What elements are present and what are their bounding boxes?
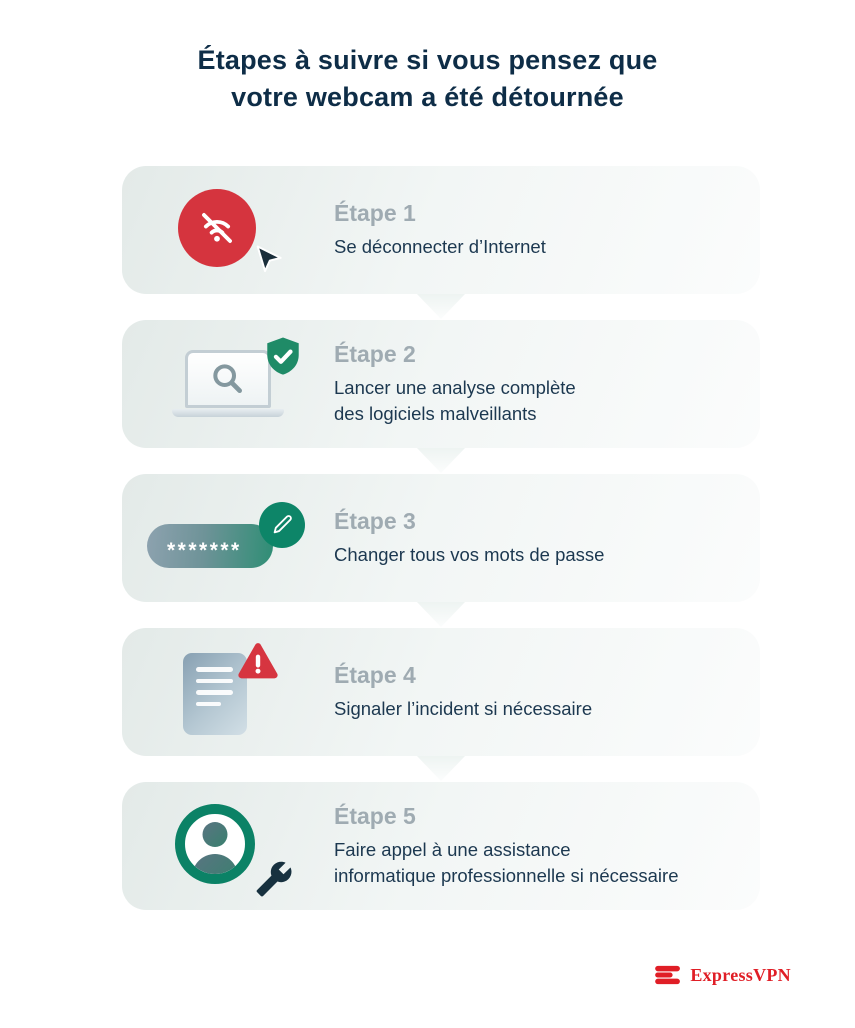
step-label: Étape 3 xyxy=(334,507,416,534)
step-text-line: Signaler l’incident si nécessaire xyxy=(334,697,593,719)
step4-icon-zone xyxy=(122,643,334,738)
laptop-screen xyxy=(185,350,271,408)
password-edit-icon: ******* xyxy=(147,502,309,574)
step1-icon-zone xyxy=(122,187,334,273)
step-text-line: Lancer une analyse complète xyxy=(334,376,576,398)
step1-text-zone: Étape 1 Se déconnecter d’Internet xyxy=(334,186,760,274)
step-text-line: Se déconnecter d’Internet xyxy=(334,235,546,257)
step-card-1: Étape 1 Se déconnecter d’Internet xyxy=(122,166,760,319)
page-title: Étapes à suivre si vous pensez que votre… xyxy=(0,42,855,117)
expressvpn-logo-icon xyxy=(655,965,681,985)
person-head xyxy=(202,822,228,847)
step-text: Changer tous vos mots de passe xyxy=(334,542,742,568)
down-arrow-connector xyxy=(417,448,465,473)
incident-report-warning-icon xyxy=(175,643,281,738)
step-text-line: Changer tous vos mots de passe xyxy=(334,543,605,565)
down-arrow-connector xyxy=(417,756,465,781)
page-title-line: votre webcam a été détournée xyxy=(231,82,624,113)
document-text-line xyxy=(196,690,233,695)
step-card-4: Étape 4 Signaler l’incident si nécessair… xyxy=(122,628,760,781)
cursor-icon xyxy=(256,245,282,273)
document-icon xyxy=(183,653,247,735)
step-text-line: informatique professionnelle si nécessai… xyxy=(334,865,679,886)
step-label: Étape 5 xyxy=(334,802,416,829)
document-text-line xyxy=(196,701,221,706)
step-text: Faire appel à une assistance informatiqu… xyxy=(334,837,742,890)
step-label: Étape 2 xyxy=(334,340,416,367)
person-shoulders xyxy=(192,854,238,874)
shield-check-icon xyxy=(267,337,299,375)
step-text: Se déconnecter d’Internet xyxy=(334,234,742,260)
laptop-base xyxy=(172,409,284,417)
password-mask-text: ******* xyxy=(167,538,242,562)
step5-text-zone: Étape 5 Faire appel à une assistance inf… xyxy=(334,789,760,904)
down-arrow-connector xyxy=(417,602,465,627)
wifi-off-icon xyxy=(178,189,256,267)
step-label: Étape 1 xyxy=(334,199,416,226)
step4-text-zone: Étape 4 Signaler l’incident si nécessair… xyxy=(334,648,760,736)
step2-icon-zone xyxy=(122,337,334,424)
laptop-icon xyxy=(166,344,290,417)
tech-support-person-wrench-icon xyxy=(171,802,292,897)
step-text-line: des logiciels malveillants xyxy=(334,403,537,424)
step-text: Signaler l’incident si nécessaire xyxy=(334,696,742,722)
step-card-2: Étape 2 Lancer une analyse complète des … xyxy=(122,320,760,473)
step5-icon-zone xyxy=(122,802,334,897)
step-card-5: Étape 5 Faire appel à une assistance inf… xyxy=(122,782,760,910)
step-label: Étape 4 xyxy=(334,661,416,688)
wifi-off-with-cursor-icon xyxy=(172,187,284,273)
person-icon xyxy=(175,804,255,884)
step-card-3: ******* Étape 3 Changer tous vos mots de… xyxy=(122,474,760,627)
steps-list: Étape 1 Se déconnecter d’Internet xyxy=(122,166,760,936)
password-field: ******* xyxy=(147,524,273,568)
laptop-malware-scan-shield-icon xyxy=(166,337,299,424)
step-text-line: Faire appel à une assistance xyxy=(334,838,571,860)
wrench-icon xyxy=(256,861,292,897)
step3-icon-zone: ******* xyxy=(122,502,334,574)
step2-text-zone: Étape 2 Lancer une analyse complète des … xyxy=(334,327,760,442)
pencil-icon xyxy=(259,502,305,548)
expressvpn-logo: ExpressVPN xyxy=(654,964,791,986)
page-title-line: Étapes à suivre si vous pensez que xyxy=(197,45,658,75)
down-arrow-connector xyxy=(417,294,465,319)
document-text-line xyxy=(196,667,233,672)
document-text-line xyxy=(196,678,233,683)
magnifier-icon xyxy=(213,364,242,393)
expressvpn-wordmark: ExpressVPN xyxy=(690,964,791,985)
warning-triangle-icon xyxy=(238,643,278,679)
step-text: Lancer une analyse complète des logiciel… xyxy=(334,375,742,428)
step3-text-zone: Étape 3 Changer tous vos mots de passe xyxy=(334,494,760,582)
